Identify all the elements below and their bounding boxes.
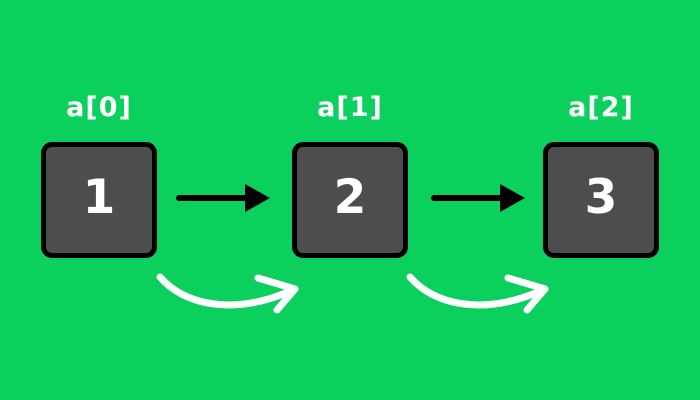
array-value: 3 bbox=[584, 169, 618, 225]
array-index-label: a[1] bbox=[317, 92, 383, 123]
array-box: 2 bbox=[292, 142, 408, 258]
array-cell-0: a[0] 1 bbox=[41, 90, 157, 258]
curved-arrow-icon bbox=[406, 273, 549, 314]
array-box: 3 bbox=[543, 142, 659, 258]
array-index-label: a[2] bbox=[568, 92, 634, 123]
arrow-right-icon bbox=[176, 184, 270, 212]
arrow-right-icon bbox=[431, 184, 525, 212]
array-cell-2: a[2] 3 bbox=[543, 90, 659, 258]
array-value: 1 bbox=[82, 169, 116, 225]
array-index-label: a[0] bbox=[66, 92, 132, 123]
array-cell-1: a[1] 2 bbox=[292, 90, 408, 258]
curved-arrow-icon bbox=[156, 273, 299, 314]
array-box: 1 bbox=[41, 142, 157, 258]
array-value: 2 bbox=[333, 169, 367, 225]
